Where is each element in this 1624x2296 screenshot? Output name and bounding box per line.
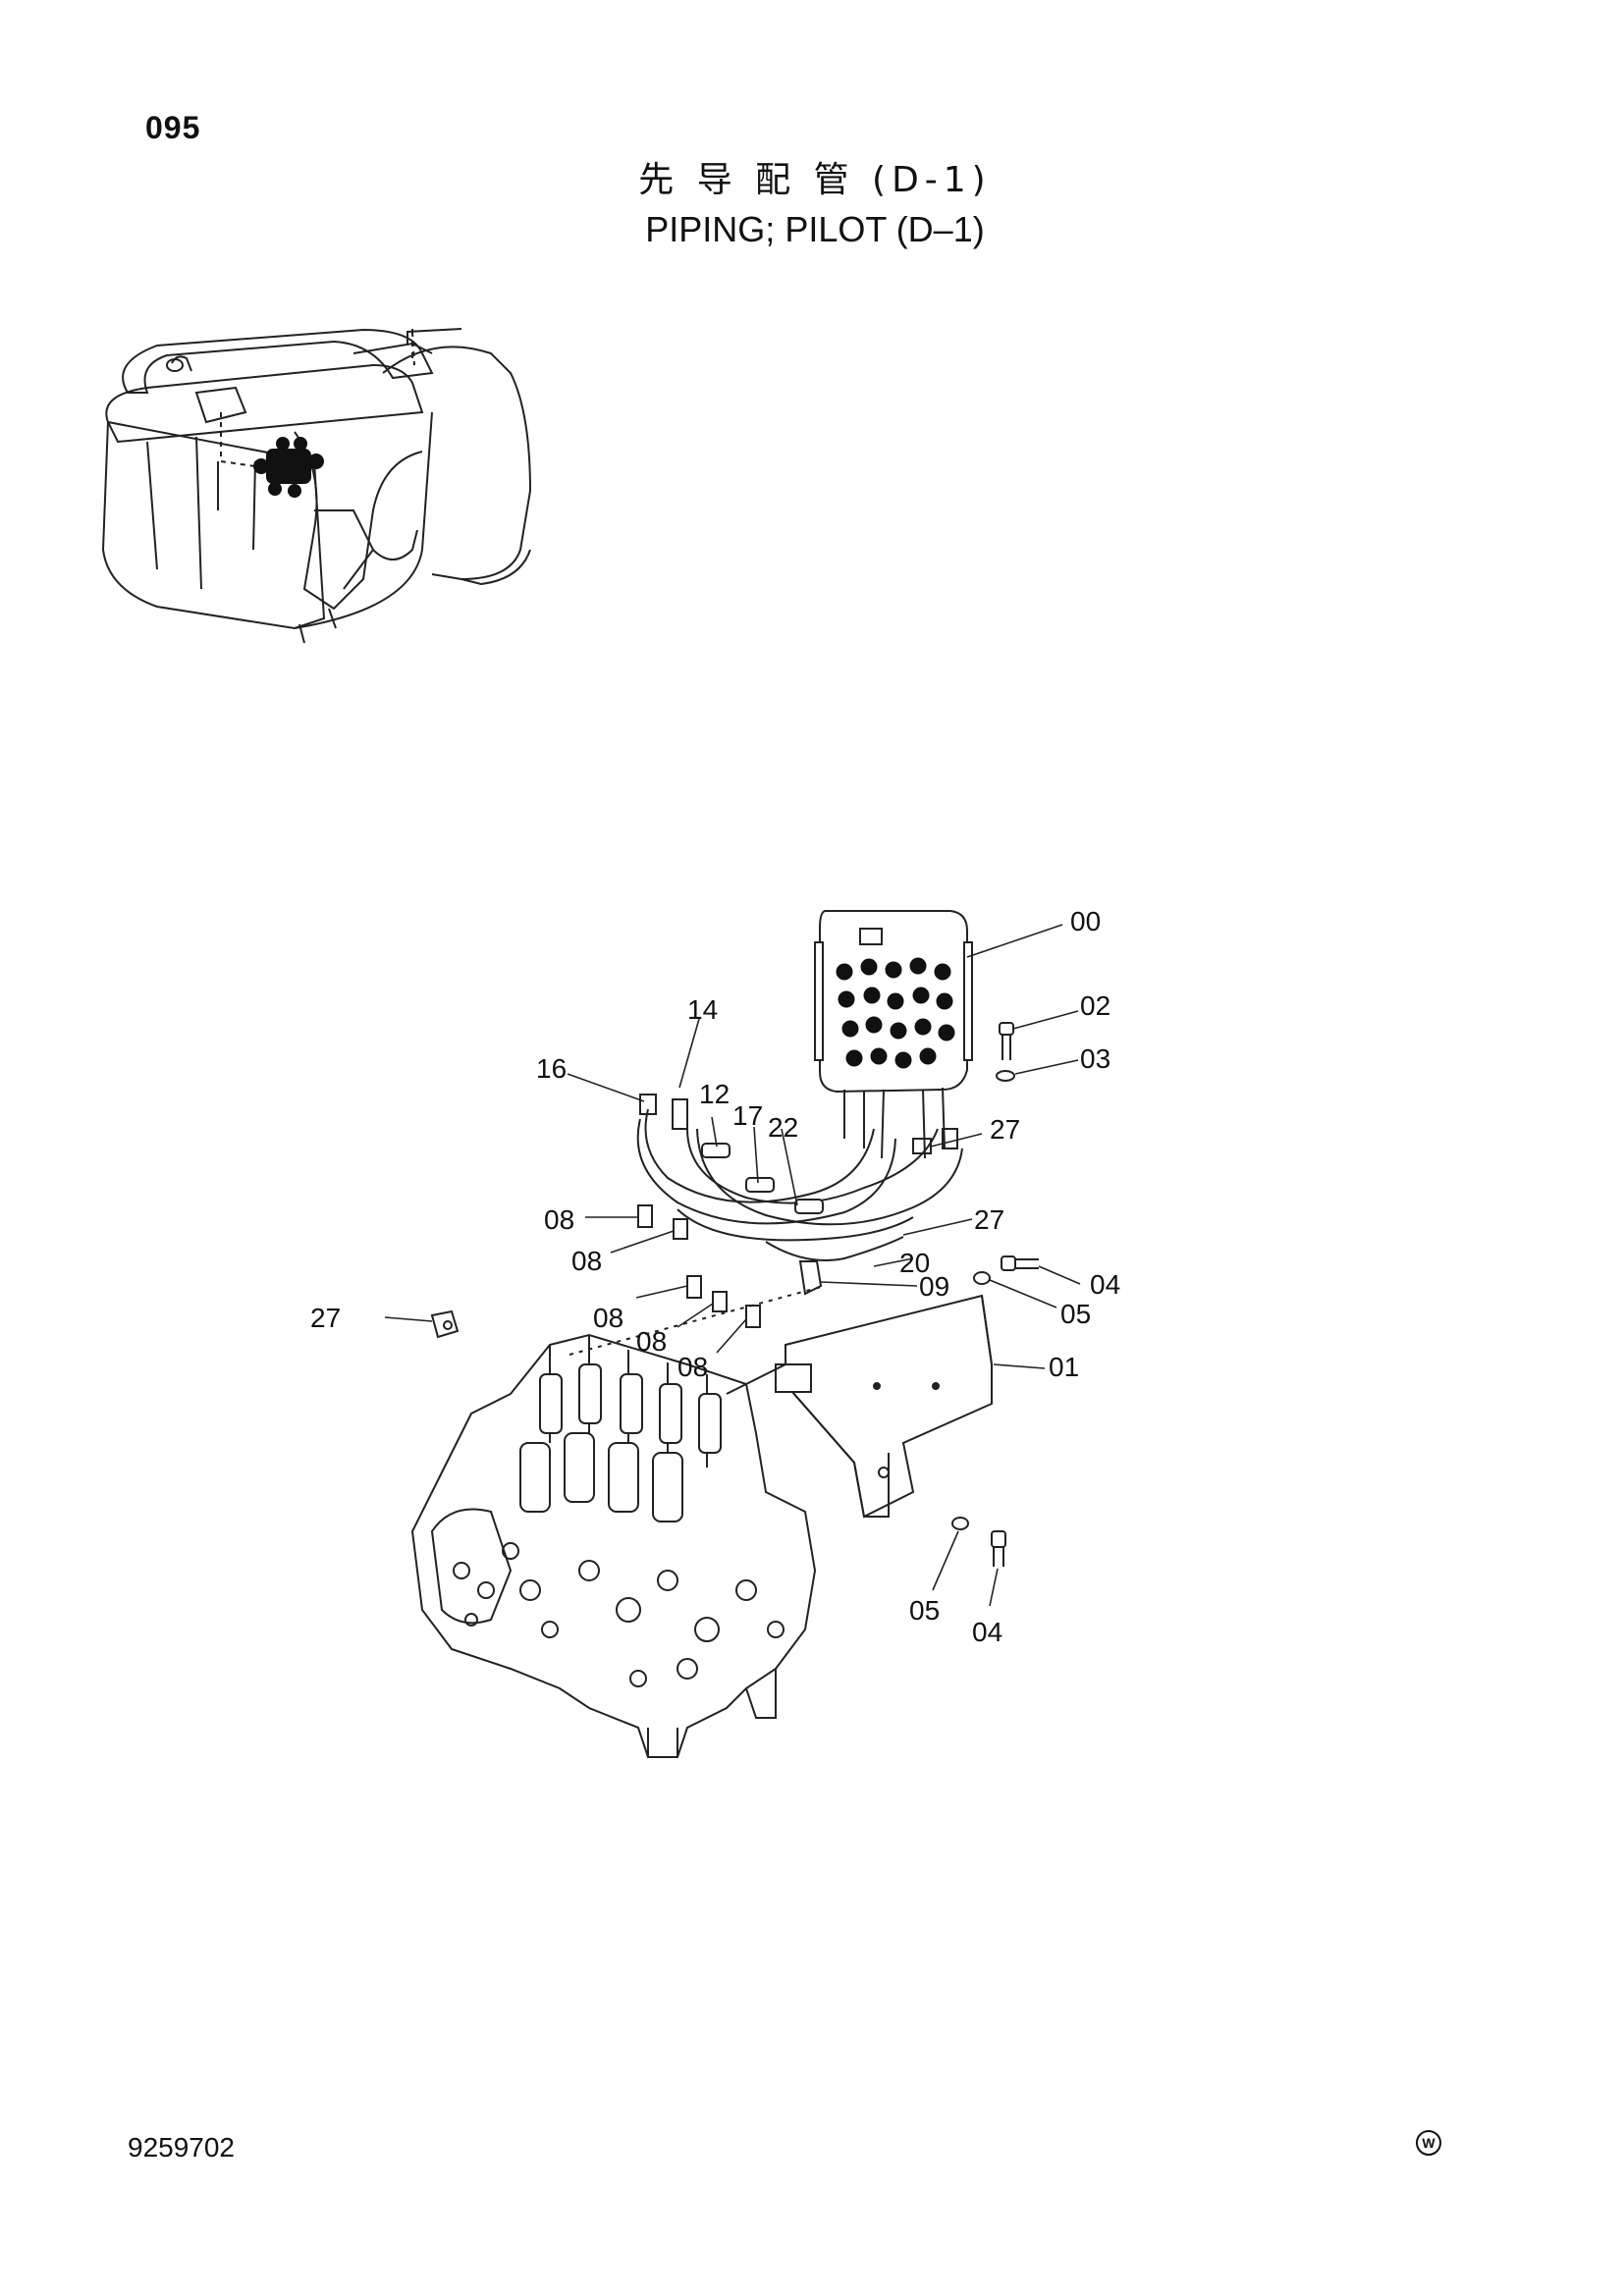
bracket-01 — [775, 1294, 993, 1519]
callout-09: 09 — [919, 1271, 949, 1302]
callout-02: 02 — [1080, 990, 1110, 1021]
title-block: 先 导 配 管 (D-1) PIPING; PILOT (D–1) — [471, 157, 1159, 255]
drawing-number: 9259702 — [128, 2132, 236, 2163]
exploded-diagram — [384, 910, 1081, 1758]
washer-05-upper — [973, 1271, 991, 1285]
callout-03: 03 — [1080, 1043, 1110, 1074]
callout-14: 14 — [687, 994, 718, 1025]
callout-27-middle: 27 — [974, 1204, 1004, 1235]
leader-lines — [384, 924, 1081, 1607]
callout-20: 20 — [899, 1248, 930, 1278]
page-number: 095 — [145, 110, 201, 145]
bolt-04-upper — [1001, 1255, 1039, 1271]
callout-05-upper: 05 — [1060, 1299, 1091, 1329]
callout-17: 17 — [732, 1100, 763, 1131]
title-english: PIPING; PILOT (D–1) — [645, 209, 985, 249]
callout-04-upper: 04 — [1090, 1269, 1120, 1300]
callout-08-e: 08 — [677, 1352, 708, 1382]
callout-04-lower: 04 — [972, 1617, 1002, 1647]
circled-w-icon: W — [1416, 2130, 1441, 2156]
callout-00: 00 — [1070, 906, 1101, 936]
callout-08-a: 08 — [544, 1204, 574, 1235]
control-valve — [410, 1285, 826, 1758]
callout-27-left: 27 — [310, 1303, 341, 1333]
title-chinese: 先 导 配 管 (D-1) — [638, 160, 992, 200]
callout-05-lower: 05 — [909, 1595, 940, 1626]
fitting-27-left — [430, 1309, 460, 1339]
callout-08-d: 08 — [636, 1326, 667, 1357]
callout-22: 22 — [768, 1112, 798, 1143]
callout-08-c: 08 — [593, 1303, 623, 1333]
callout-12: 12 — [699, 1079, 730, 1109]
callout-labels: 00 02 03 14 16 12 17 22 27 27 27 08 08 0… — [310, 906, 1120, 1647]
brand-mark-letter: W — [1422, 2135, 1435, 2151]
callout-27-upper: 27 — [990, 1114, 1020, 1145]
callout-16: 16 — [536, 1053, 567, 1084]
overview-illustration — [101, 328, 532, 644]
pilot-hoses — [636, 1094, 963, 1261]
pilot-valve-block — [814, 910, 973, 1159]
callout-08-b: 08 — [571, 1246, 602, 1276]
bolt-02 — [999, 1022, 1014, 1060]
washer-05-lower — [951, 1517, 969, 1530]
fitting-09 — [798, 1260, 823, 1296]
bolt-04-lower — [991, 1530, 1006, 1567]
callout-01: 01 — [1049, 1352, 1079, 1382]
washer-03 — [996, 1070, 1015, 1082]
